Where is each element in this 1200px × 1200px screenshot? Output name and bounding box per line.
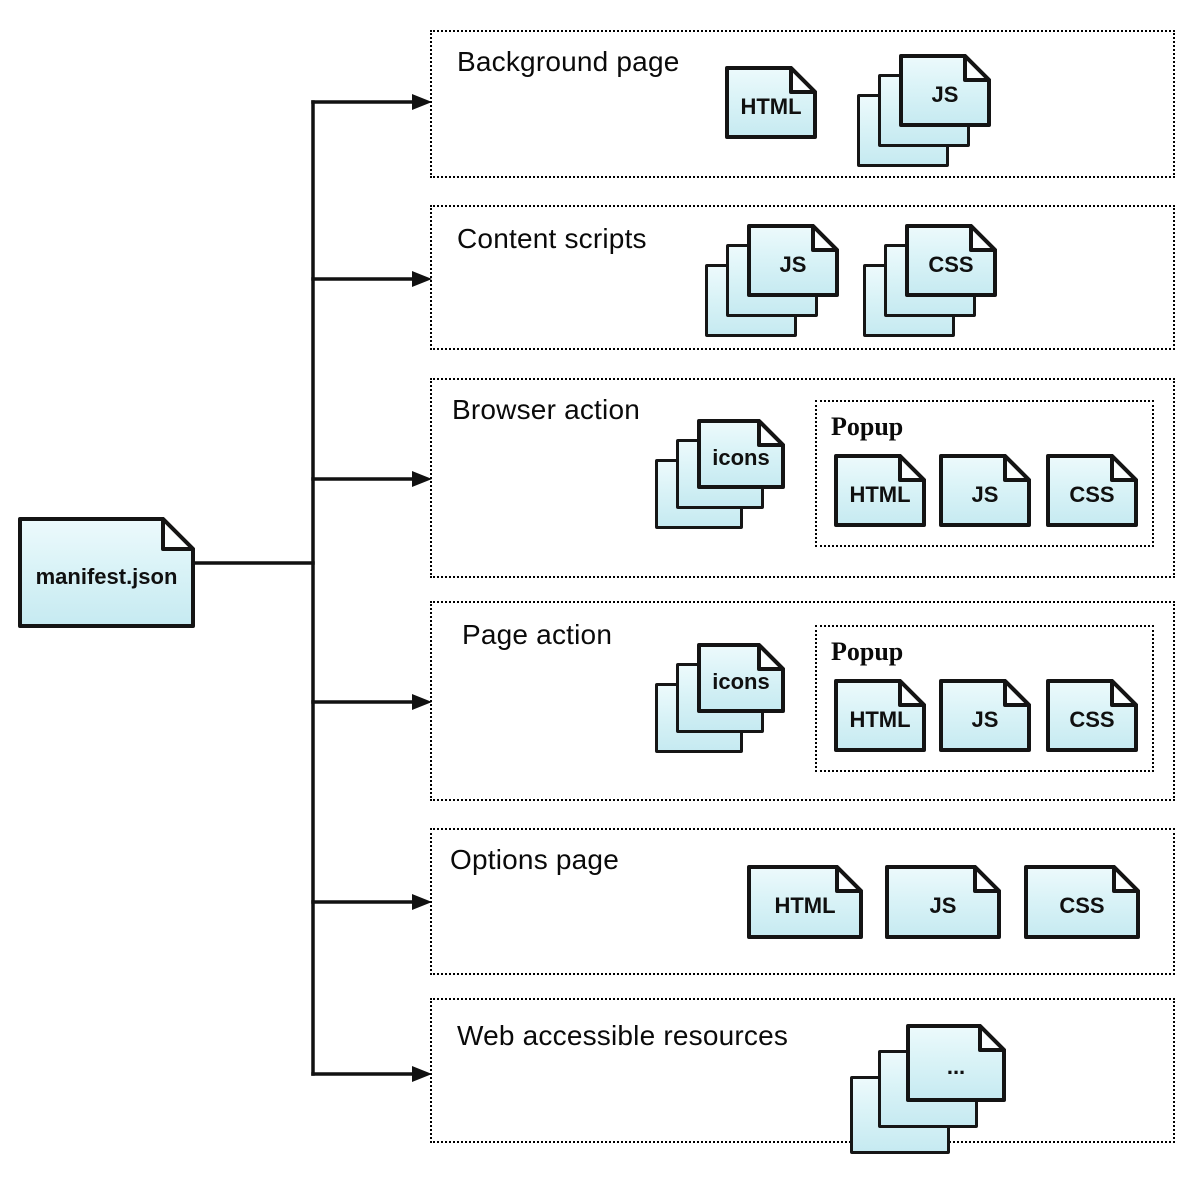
arrowhead-icon	[412, 694, 432, 710]
file-icon-js: JS	[747, 224, 839, 297]
popup-box: Popup HTML JS CSS	[815, 625, 1154, 772]
document-icon	[697, 643, 785, 713]
document-icon	[1046, 454, 1138, 527]
manifest-label: manifest.json	[35, 563, 178, 589]
document-icon	[834, 454, 926, 527]
arrowhead-icon	[412, 894, 432, 910]
document-icon	[939, 679, 1031, 752]
section-web-accessible-resources: Web accessible resources ...	[430, 998, 1175, 1154]
file-icon-html: HTML	[747, 865, 863, 939]
file-icon-html: HTML	[834, 454, 926, 527]
document-icon	[939, 454, 1031, 527]
popup-box: Popup HTML JS CSS	[815, 400, 1154, 547]
document-icon	[834, 679, 926, 752]
file-icon-icons: icons	[697, 643, 785, 713]
document-icon	[1024, 865, 1140, 939]
file-icon-css: CSS	[1046, 454, 1138, 527]
file-icon-js: JS	[939, 679, 1031, 752]
section-options-page: Options page HTML JS CSS	[430, 828, 1175, 975]
file-icon-html: HTML	[725, 66, 817, 139]
section-content-scripts: Content scripts JS CSS	[430, 205, 1175, 350]
file-icon-js: JS	[885, 865, 1001, 939]
file-icon-css: CSS	[1046, 679, 1138, 752]
document-icon	[725, 66, 817, 139]
document-icon	[905, 224, 997, 297]
arrowhead-icon	[412, 94, 432, 110]
document-icon	[697, 419, 785, 489]
document-icon	[899, 54, 991, 127]
section-title: Background page	[457, 46, 680, 77]
arrowhead-icon	[412, 1066, 432, 1082]
file-stack-icons: icons	[655, 419, 789, 532]
file-stack-resources: ...	[850, 1024, 1006, 1154]
document-icon	[747, 224, 839, 297]
section-background-page: Background page HTML JS	[430, 30, 1175, 178]
file-icon-css: CSS	[905, 224, 997, 297]
file-icon-html: HTML	[834, 679, 926, 752]
section-title: Browser action	[452, 394, 640, 425]
file-stack-js: JS	[705, 224, 839, 337]
file-stack-css: CSS	[863, 224, 997, 337]
arrowhead-icon	[412, 471, 432, 487]
section-title: Content scripts	[457, 223, 647, 254]
document-icon	[885, 865, 1001, 939]
manifest-file: manifest.json	[18, 517, 195, 628]
document-icon	[18, 517, 195, 628]
section-title: Page action	[462, 619, 613, 650]
arrowhead-icon	[412, 271, 432, 287]
file-stack-js: JS	[857, 54, 991, 167]
file-icon-css: CSS	[1024, 865, 1140, 939]
file-stack-icons: icons	[655, 643, 789, 756]
document-icon	[747, 865, 863, 939]
section-browser-action: Browser action icons Popup HTML	[430, 378, 1175, 578]
file-icon-icons: icons	[697, 419, 785, 489]
section-title: Options page	[450, 844, 619, 875]
document-icon	[1046, 679, 1138, 752]
section-title: Web accessible resources	[457, 1020, 789, 1051]
document-icon	[906, 1024, 1006, 1102]
popup-title: Popup	[831, 637, 904, 666]
file-icon-js: JS	[899, 54, 991, 127]
file-icon-ellipsis: ...	[906, 1024, 1006, 1102]
section-page-action: Page action icons Popup HTML	[430, 601, 1175, 801]
popup-title: Popup	[831, 412, 904, 441]
file-icon-js: JS	[939, 454, 1031, 527]
